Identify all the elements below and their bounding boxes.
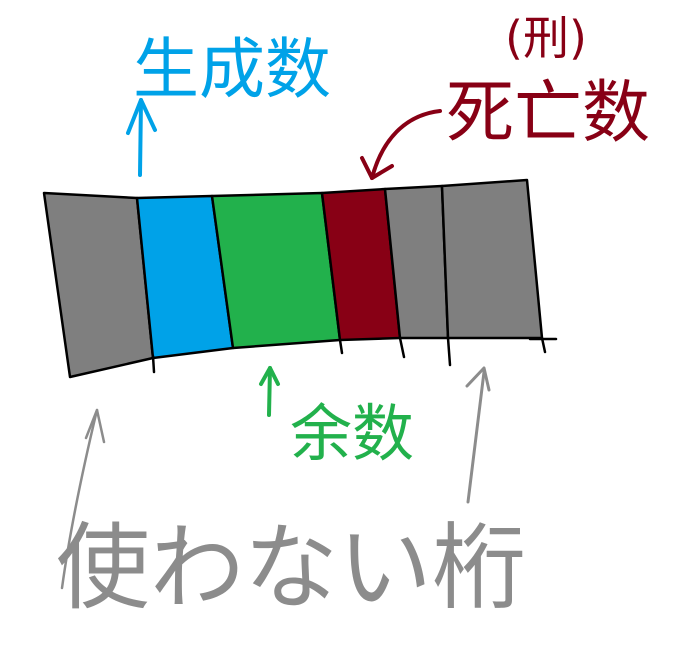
remainder-label: 余数 — [290, 397, 414, 470]
unused-arrow-left-icon — [60, 408, 106, 590]
generation-label: 生成数 — [133, 31, 331, 108]
generation-arrow-icon — [126, 98, 157, 177]
digit-bar — [42, 178, 544, 379]
tick — [398, 336, 406, 359]
remainder-digits — [210, 191, 342, 350]
death-arrow-icon — [360, 109, 442, 180]
unused-digits-left — [42, 191, 155, 379]
tick — [446, 336, 452, 367]
unused-digits-right-2 — [440, 178, 544, 340]
tick — [540, 336, 547, 354]
death-prefix-label: (刑) — [505, 11, 587, 65]
remainder-arrow-icon — [259, 366, 280, 417]
tick — [151, 354, 156, 374]
unused-arrow-right-icon — [465, 366, 491, 504]
bar-ticks — [151, 336, 558, 374]
death-label: 死亡数 — [446, 74, 650, 153]
unused-digits-label: 使わない桁 — [56, 514, 526, 623]
tick — [338, 338, 344, 355]
